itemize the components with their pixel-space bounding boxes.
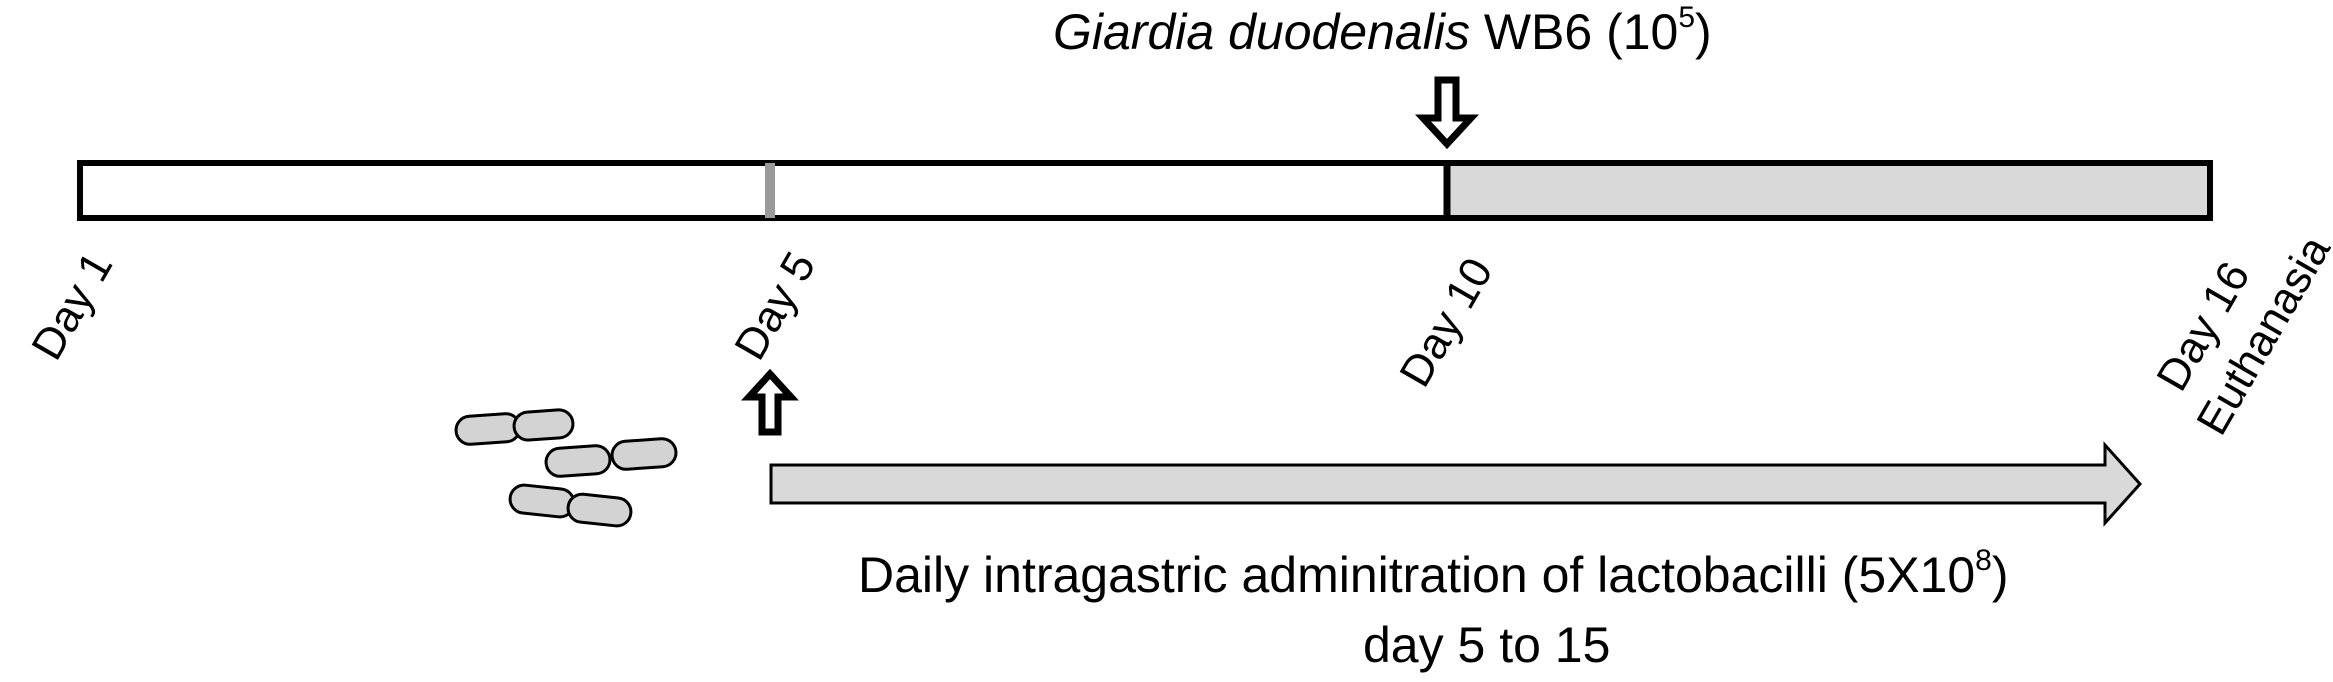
down-arrow-icon: [1415, 76, 1479, 150]
timeline-bar: [77, 160, 2213, 221]
strain-dose: WB6 (10: [1469, 4, 1679, 60]
day5-divider: [765, 163, 775, 218]
treatment-caption-line2: day 5 to 15: [1363, 617, 1611, 673]
segment-day5-day10: [767, 160, 1450, 221]
bacterium: [610, 437, 678, 471]
bacterium: [508, 483, 576, 519]
dose-close: ): [1695, 4, 1712, 60]
infection-title: Giardia duodenalis WB6 (105): [1053, 2, 1712, 62]
bacterium: [544, 444, 612, 478]
treatment-period-arrow: [769, 441, 2143, 527]
caption-close: ): [1991, 547, 2009, 603]
caption-main: Daily intragastric adminitration of lact…: [858, 547, 1976, 603]
segment-day1-day5: [77, 160, 773, 221]
caption-exponent: 8: [1975, 544, 1992, 577]
bacteria-icon: [454, 408, 678, 528]
bacterium: [454, 412, 522, 446]
treatment-caption-line1: Daily intragastric adminitration of lact…: [858, 545, 2009, 605]
segment-day10-day16-infected: [1444, 160, 2213, 221]
bacterium: [512, 408, 575, 442]
organism-name: Giardia duodenalis: [1053, 4, 1470, 60]
up-arrow-icon: [741, 368, 799, 436]
dose-exponent: 5: [1678, 1, 1696, 34]
bacterium: [566, 492, 633, 528]
